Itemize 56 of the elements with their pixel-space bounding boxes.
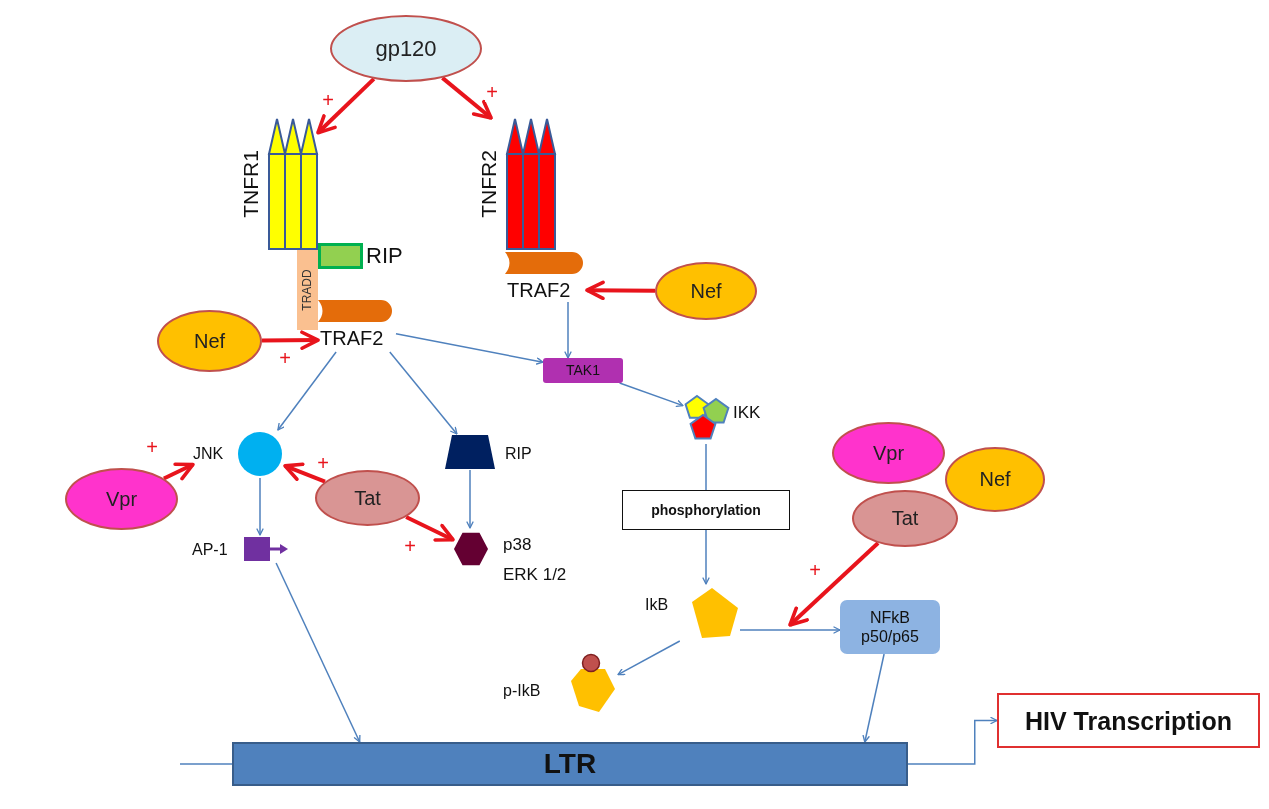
arrow (862, 653, 885, 743)
arrow (618, 382, 684, 408)
protein-label: Vpr (105, 487, 138, 511)
protein-label: Nef (193, 329, 226, 353)
protein-label: p38 (503, 536, 532, 555)
arrow (466, 469, 474, 529)
protein-label: TRAF2 (320, 327, 384, 349)
dna-region-bar (232, 742, 908, 786)
protein-label: IKK (733, 404, 761, 423)
adaptor-label: TRADD (301, 269, 313, 311)
protein-label: p-IkB (503, 682, 541, 700)
protein-label: RIP (366, 244, 403, 269)
arrow (395, 333, 544, 365)
arrow (275, 562, 361, 743)
outcome-box (997, 693, 1260, 748)
protein-label: JNK (193, 445, 224, 463)
protein-label: Nef (690, 279, 722, 303)
arrow (564, 301, 572, 359)
protein-label: gp120 (375, 35, 437, 62)
arrow (283, 462, 326, 484)
arrow (702, 529, 710, 585)
receptor-label: TNFR1 (239, 150, 261, 218)
arrow (585, 280, 655, 301)
arrow (389, 351, 458, 435)
arrow (739, 626, 841, 634)
connector-line (705, 443, 707, 491)
receptor-label: TNFR2 (477, 150, 499, 218)
protein-label: IkB (645, 596, 669, 614)
process-label: phosphorylation (651, 501, 761, 519)
protein-label: Tat (354, 486, 381, 510)
dna-region-label: LTR (543, 747, 597, 781)
arrow (163, 462, 195, 481)
protein-label: TRAF2 (507, 279, 571, 301)
process-box (622, 490, 790, 530)
kinase-box (543, 358, 623, 383)
arrow (441, 76, 493, 120)
outcome-label: HIV Transcription (1025, 705, 1232, 736)
protein-ellipse (852, 490, 958, 547)
protein-label: AP-1 (192, 541, 228, 559)
protein-label: Nef (979, 468, 1011, 491)
arrow (261, 330, 320, 351)
arrow (256, 477, 264, 536)
arrow (788, 541, 880, 627)
protein-label: Vpr (872, 441, 905, 465)
adaptor-bar (297, 250, 318, 330)
protein-label: RIP (505, 445, 532, 463)
transcription-factor-label: NFkB p50/p65 (860, 607, 920, 647)
transcription-factor-box (840, 600, 940, 654)
arrow (405, 515, 455, 542)
arrow (277, 351, 337, 431)
kinase-label: TAK1 (566, 362, 600, 379)
protein-ellipse (315, 470, 420, 526)
protein-label: ERK 1/2 (503, 566, 567, 585)
protein-label: Tat (891, 507, 919, 530)
arrow (617, 640, 681, 676)
arrow (907, 716, 998, 765)
